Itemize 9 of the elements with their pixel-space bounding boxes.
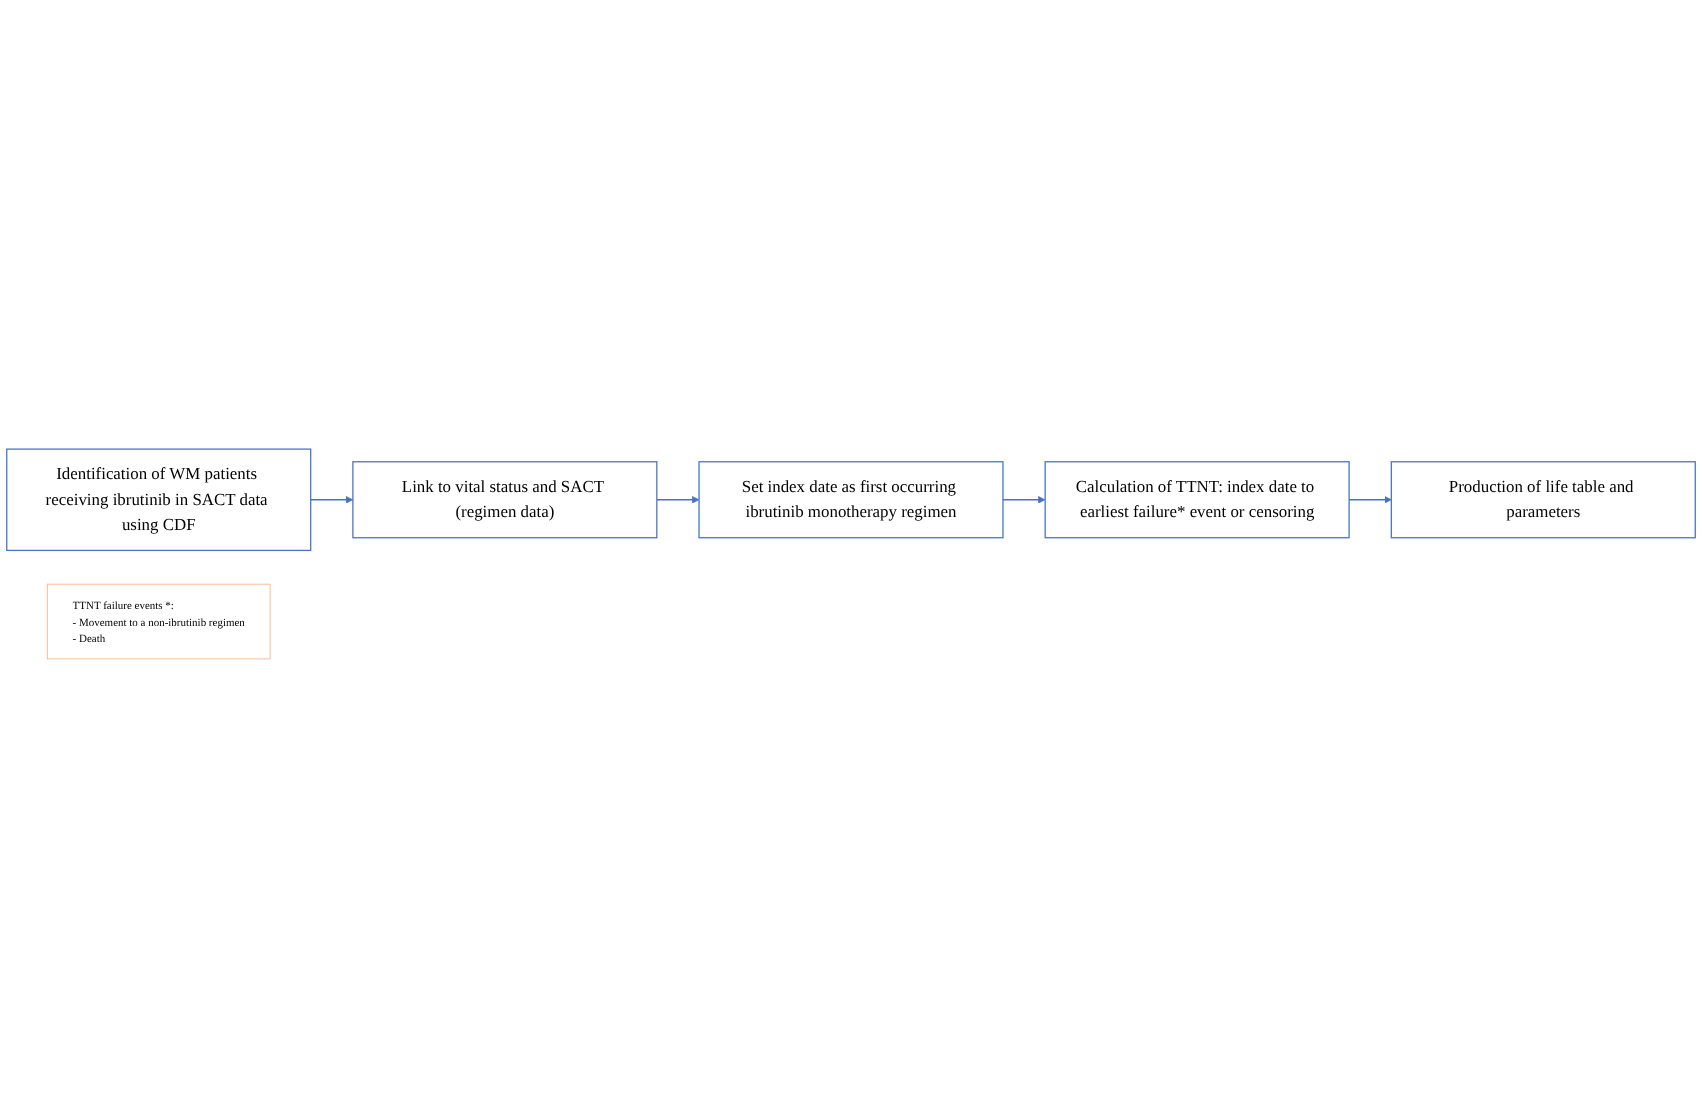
arrow bbox=[1348, 496, 1392, 504]
node-box: Calculation of TTNT: index date to earliest failure* event or censoring bbox=[1044, 461, 1350, 539]
node-box: Identification of WM patients receiving ibrutinib in SACT data using CDF bbox=[6, 448, 312, 552]
arrow bbox=[1002, 496, 1046, 504]
node-box: Production of life table and parameters bbox=[1390, 461, 1696, 539]
node-box: Set index date as first occurring ibrutinib monotherapy regimen bbox=[698, 461, 1004, 539]
arrow bbox=[655, 496, 700, 504]
arrow bbox=[309, 496, 354, 504]
node-box: Link to vital status and SACT (regimen data) bbox=[352, 461, 658, 539]
